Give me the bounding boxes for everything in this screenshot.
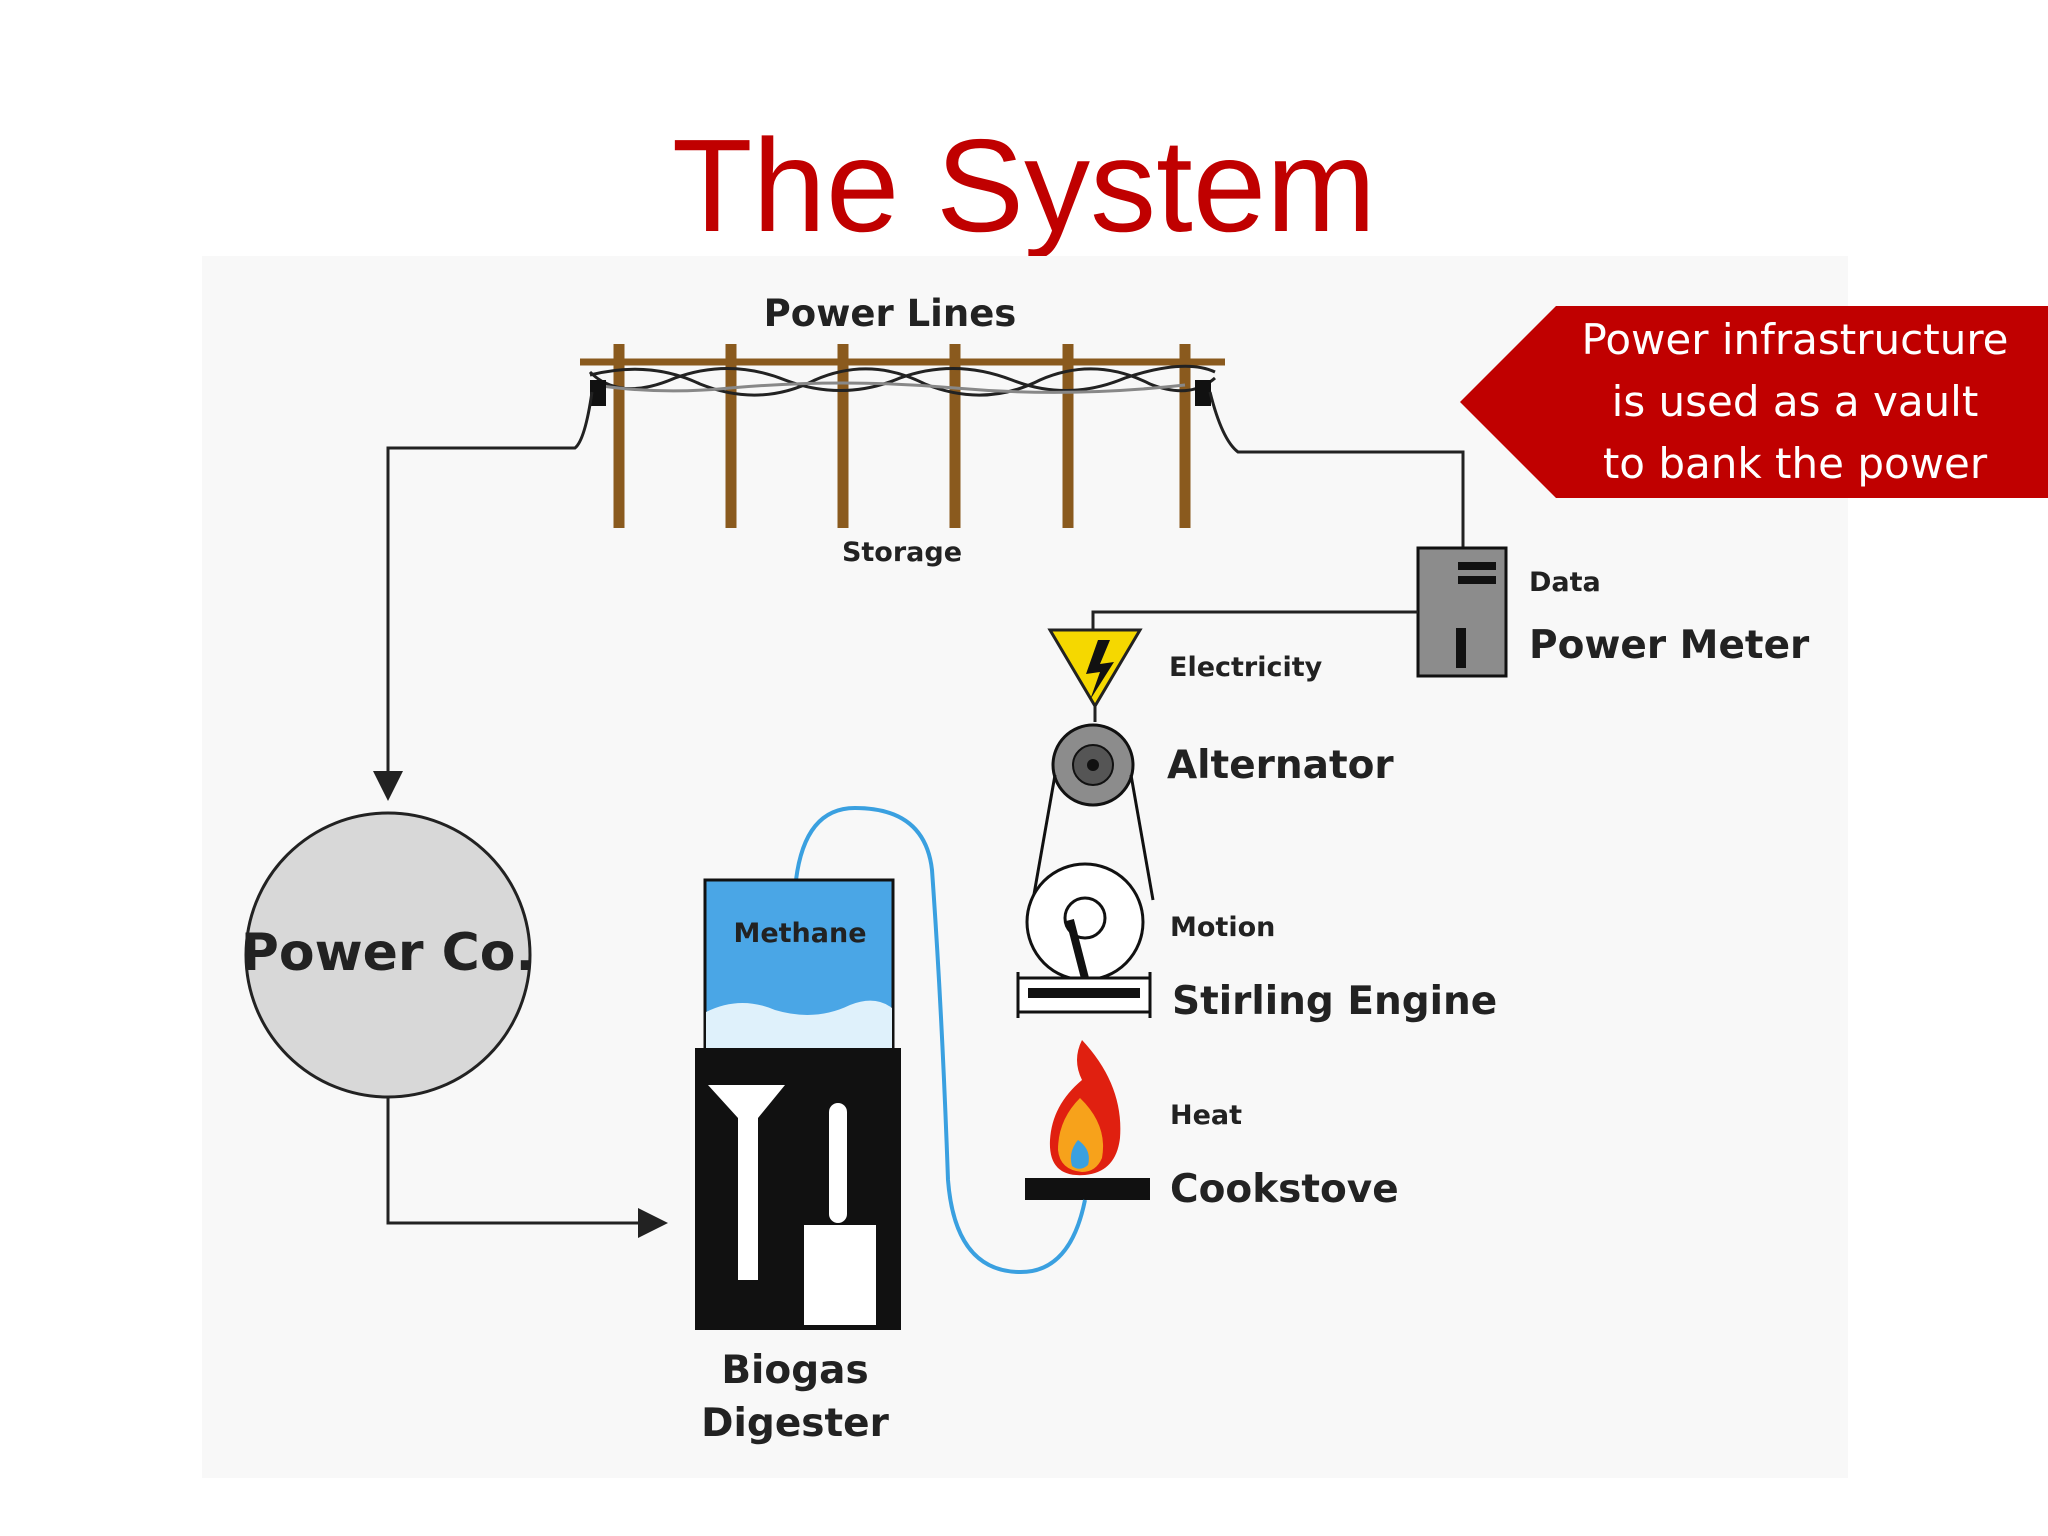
biogas-digester-icon <box>695 878 901 1330</box>
wire-to-power-co <box>373 391 594 801</box>
gas-pipe <box>794 805 1087 1275</box>
data-label: Data <box>1529 567 1601 598</box>
callout-line-1: Power infrastructure <box>1581 315 2009 364</box>
stirling-engine-label: Stirling Engine <box>1172 979 1497 1024</box>
wire-to-digester <box>386 1097 668 1238</box>
alternator-label: Alternator <box>1167 743 1394 788</box>
wire-to-meter <box>1208 391 1465 548</box>
stirling-engine-icon <box>1016 862 1152 1018</box>
heat-label: Heat <box>1170 1100 1242 1131</box>
cookstove-label: Cookstove <box>1170 1167 1399 1212</box>
methane-label: Methane <box>733 918 866 949</box>
power-pole-icon <box>580 344 1225 528</box>
callout-text: Power infrastructure is used as a vault … <box>1550 306 2040 498</box>
power-lines-label: Power Lines <box>764 292 1017 335</box>
flame-icon <box>1025 1040 1150 1200</box>
page-title: The System <box>671 112 1377 259</box>
meter-icon <box>1416 546 1508 678</box>
lightning-warning-icon <box>1047 628 1143 722</box>
motion-label: Motion <box>1170 912 1275 943</box>
wire-to-alternator <box>1091 610 1418 632</box>
electricity-label: Electricity <box>1169 652 1323 683</box>
callout-line-2: is used as a vault <box>1611 377 1979 426</box>
alternator-icon <box>1031 723 1155 901</box>
callout-banner: Power infrastructure is used as a vault … <box>1460 306 2048 498</box>
storage-label: Storage <box>842 537 962 568</box>
power-co-label: Power Co. <box>241 923 536 983</box>
power-meter-label: Power Meter <box>1529 623 1810 668</box>
biogas-label-line1: Biogas <box>721 1348 868 1393</box>
callout-line-3: to bank the power <box>1602 439 1988 488</box>
biogas-label-line2: Digester <box>701 1401 889 1446</box>
